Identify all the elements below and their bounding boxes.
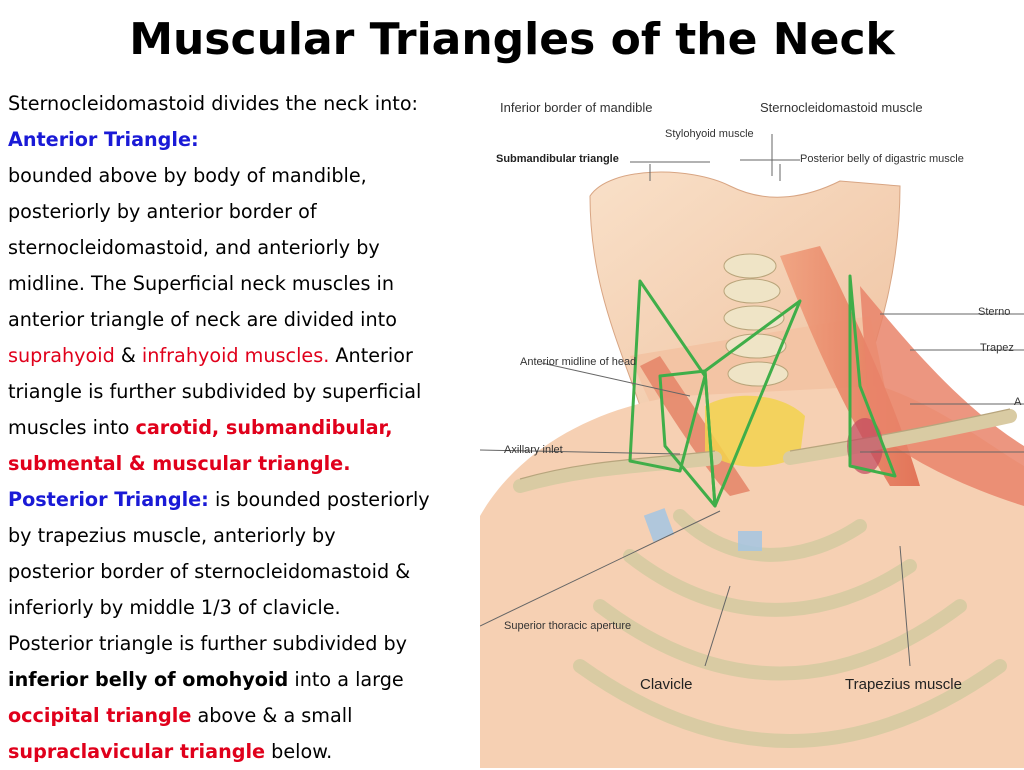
slide-body-text: Sternocleidomastoid divides the neck int… xyxy=(8,86,530,770)
label-clavicle: Clavicle xyxy=(640,676,693,693)
label-trapez: Trapez xyxy=(980,342,1014,354)
label-trapezius-muscle: Trapezius muscle xyxy=(845,676,962,693)
thyroid-shape xyxy=(705,395,805,467)
slide-title: Muscular Triangles of the Neck xyxy=(129,14,895,65)
bone-outlines xyxy=(519,408,1011,480)
label-superior-thoracic-aperture: Superior thoracic aperture xyxy=(504,620,632,632)
label-stylohyoid: Stylohyoid muscle xyxy=(665,128,754,140)
label-sternocleidomastoid: Sternocleidomastoid muscle xyxy=(760,100,923,115)
term-inferior-belly-omohyoid: inferior belly of omohyoid xyxy=(8,668,289,691)
body-line-1: Sternocleidomastoid divides the neck int… xyxy=(8,92,419,115)
bones xyxy=(513,409,1017,748)
label-inferior-border-mandible: Inferior border of mandible xyxy=(500,100,653,115)
neck-anatomy-illustration: Inferior border of mandible Sternocleido… xyxy=(480,86,1024,768)
term-supraclavicular-triangle: supraclavicular triangle xyxy=(8,740,266,763)
term-submental-muscular: submental & muscular triangle. xyxy=(8,452,351,475)
term-occipital-triangle: occipital triangle xyxy=(8,704,192,727)
label-posterior-belly-digastric: Posterior belly of digastric muscle xyxy=(800,153,964,165)
term-suprahyoid: suprahyoid xyxy=(8,344,115,367)
term-infrahyoid: infrahyoid muscles. xyxy=(141,344,330,367)
term-carotid-submandibular: carotid, submandibular, xyxy=(135,416,393,439)
vertebrae xyxy=(723,253,789,387)
label-a: A xyxy=(1014,396,1022,408)
posterior-triangle-heading: Posterior Triangle: is bounded posterior… xyxy=(8,488,430,511)
label-sterno: Sterno xyxy=(978,306,1011,318)
trapezius-shape xyxy=(860,286,1024,506)
label-submandibular-triangle: Submandibular triangle xyxy=(496,153,619,165)
leader-lines xyxy=(480,134,1024,667)
label-axillary-inlet: Axillary inlet xyxy=(504,444,563,456)
anterior-triangle-heading: Anterior Triangle: xyxy=(8,128,199,151)
triangle-outlines xyxy=(628,274,897,508)
anatomy-drawing xyxy=(480,134,1024,768)
label-anterior-midline-head: Anterior midline of head xyxy=(520,356,637,368)
